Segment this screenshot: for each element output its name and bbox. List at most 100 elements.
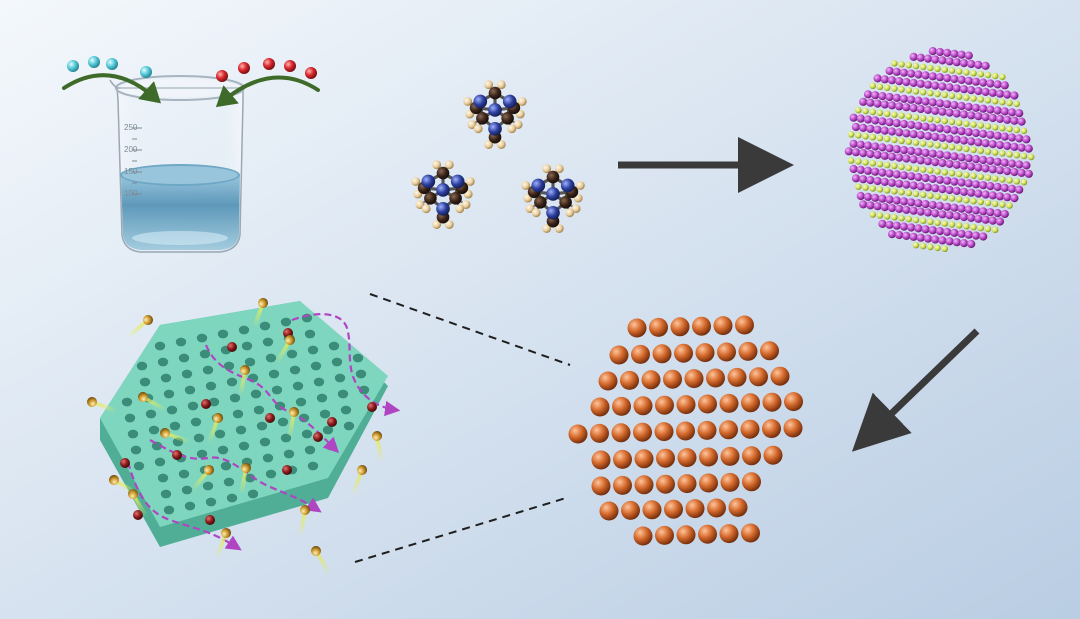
- red-ion: [133, 510, 143, 520]
- nanocrystal-atom-magenta: [979, 78, 988, 87]
- carbon-atom: [424, 192, 437, 205]
- copper-atom: [717, 342, 736, 362]
- copper-atom: [676, 421, 695, 441]
- nanocrystal-atom-yellow: [884, 110, 891, 118]
- nanocrystal-atom-yellow: [898, 188, 905, 196]
- copper-atom: [633, 422, 652, 442]
- nanocrystal-atom-yellow: [941, 117, 948, 125]
- nanocrystal-atom-yellow: [1013, 178, 1020, 185]
- nanocrystal-atom-magenta: [950, 177, 959, 186]
- beaker-solution: [120, 164, 240, 250]
- membrane-pores: [121, 313, 370, 515]
- membrane-pore: [184, 501, 196, 511]
- nanocrystal-atom-magenta: [873, 176, 882, 186]
- nanocrystal-atom-yellow: [884, 213, 891, 220]
- nanocrystal-atom-yellow: [869, 82, 876, 90]
- nanocrystal-atom-magenta: [899, 222, 909, 231]
- nanocrystal-atom-magenta: [878, 219, 887, 228]
- nanocrystal-atom-yellow: [891, 162, 898, 170]
- red-ion: [238, 62, 250, 74]
- nanocrystal-atom-magenta: [938, 56, 947, 65]
- copper-atom: [621, 500, 640, 520]
- nanocrystal-atom-yellow: [999, 150, 1006, 157]
- nanocrystal-atom-yellow: [963, 223, 970, 230]
- graduation-label: 200: [124, 145, 138, 154]
- nanocrystal-atom-magenta: [952, 160, 961, 169]
- nanocrystal-atom-magenta: [859, 123, 868, 132]
- nanocrystal-atom-magenta: [1010, 116, 1019, 125]
- ion-tail: [126, 318, 149, 339]
- membrane-pore: [190, 417, 202, 427]
- nanocrystal-atom-magenta: [844, 147, 853, 156]
- membrane-pore: [133, 461, 145, 471]
- nanocrystal-atom-magenta: [957, 75, 966, 84]
- membrane-pore: [154, 341, 166, 351]
- membrane-pore: [127, 429, 139, 439]
- membrane-pore: [223, 361, 235, 371]
- nanocrystal-atom-magenta: [943, 100, 952, 109]
- ion-path: [149, 439, 322, 513]
- nanocrystal-atom-magenta: [907, 198, 916, 207]
- nanocrystal-atom-magenta: [923, 208, 933, 217]
- nanocrystal-atom-yellow: [999, 201, 1006, 208]
- nanocrystal-atom-yellow: [999, 176, 1006, 183]
- copper-atom: [720, 472, 740, 492]
- nanocrystal-atom-magenta: [979, 232, 988, 241]
- nanocrystal-atom-magenta: [923, 80, 933, 89]
- red-ion: [284, 60, 296, 72]
- membrane-pore: [166, 405, 178, 415]
- nanocrystal-atom-magenta: [957, 153, 966, 162]
- nanocrystal-atom-magenta: [952, 58, 961, 67]
- membrane-pore: [280, 317, 292, 327]
- gold-ion-with-tail: [274, 335, 295, 364]
- nanocrystal-atom-magenta: [952, 186, 961, 195]
- membrane-pore: [157, 357, 169, 367]
- nanocrystal-atom-magenta: [945, 83, 954, 92]
- nanocrystal-atom-yellow: [884, 187, 891, 194]
- nanocrystal-atom-magenta: [950, 203, 959, 212]
- nanocrystal-atom-yellow: [948, 67, 956, 74]
- membrane-pore: [304, 329, 316, 339]
- nanocrystal-atom-magenta: [945, 237, 954, 246]
- membrane-pore: [217, 445, 229, 455]
- nanocrystal-atom-magenta: [974, 189, 983, 198]
- membrane-pore: [178, 469, 190, 479]
- nanocrystal-atom-magenta: [902, 231, 911, 240]
- nanocrystal-atom-magenta: [1000, 107, 1009, 116]
- membrane-pore: [160, 489, 172, 499]
- nanocrystal-atom-magenta: [909, 155, 918, 164]
- nanocrystal-atom-magenta: [959, 110, 969, 119]
- copper-atom: [695, 343, 715, 363]
- nanocrystal-atom-magenta: [921, 97, 930, 106]
- nanocrystal-atom-yellow: [869, 134, 876, 141]
- nanocrystal-atom-magenta: [885, 144, 894, 153]
- membrane-pore: [214, 429, 226, 439]
- membrane-pore: [292, 381, 304, 391]
- ion-path: [126, 461, 242, 551]
- nanocrystal-atom-magenta: [959, 212, 969, 222]
- nanocrystal-atom-yellow: [970, 172, 977, 180]
- copper-atom: [677, 474, 697, 494]
- nanocrystal-atom-yellow: [963, 145, 970, 153]
- nanocrystal-atom-magenta: [909, 232, 918, 241]
- nanocrystal-atom-yellow: [992, 124, 999, 131]
- copper-atom: [613, 475, 632, 495]
- membrane-pore: [238, 441, 250, 451]
- membrane-pore: [322, 425, 334, 435]
- membrane-pore: [196, 333, 208, 343]
- nanocrystal-atom-magenta: [873, 99, 882, 108]
- nanocrystal-atom-magenta: [1015, 134, 1024, 143]
- nanocrystal-atom-yellow: [934, 219, 941, 226]
- membrane-pore: [157, 473, 169, 483]
- membrane-pore: [259, 321, 271, 331]
- nanocrystal-atom-magenta: [916, 156, 925, 165]
- nanocrystal-atom-magenta: [988, 216, 997, 225]
- nanocrystal-atom-yellow: [941, 143, 948, 150]
- hydrogen-atom: [484, 80, 494, 90]
- membrane-pore: [304, 445, 316, 455]
- copper-atom: [727, 367, 747, 387]
- copper-atom: [763, 445, 783, 465]
- nanocrystal-atom-magenta: [967, 213, 976, 222]
- copper-atom: [719, 420, 738, 440]
- nanocrystal-atom-yellow: [905, 87, 912, 94]
